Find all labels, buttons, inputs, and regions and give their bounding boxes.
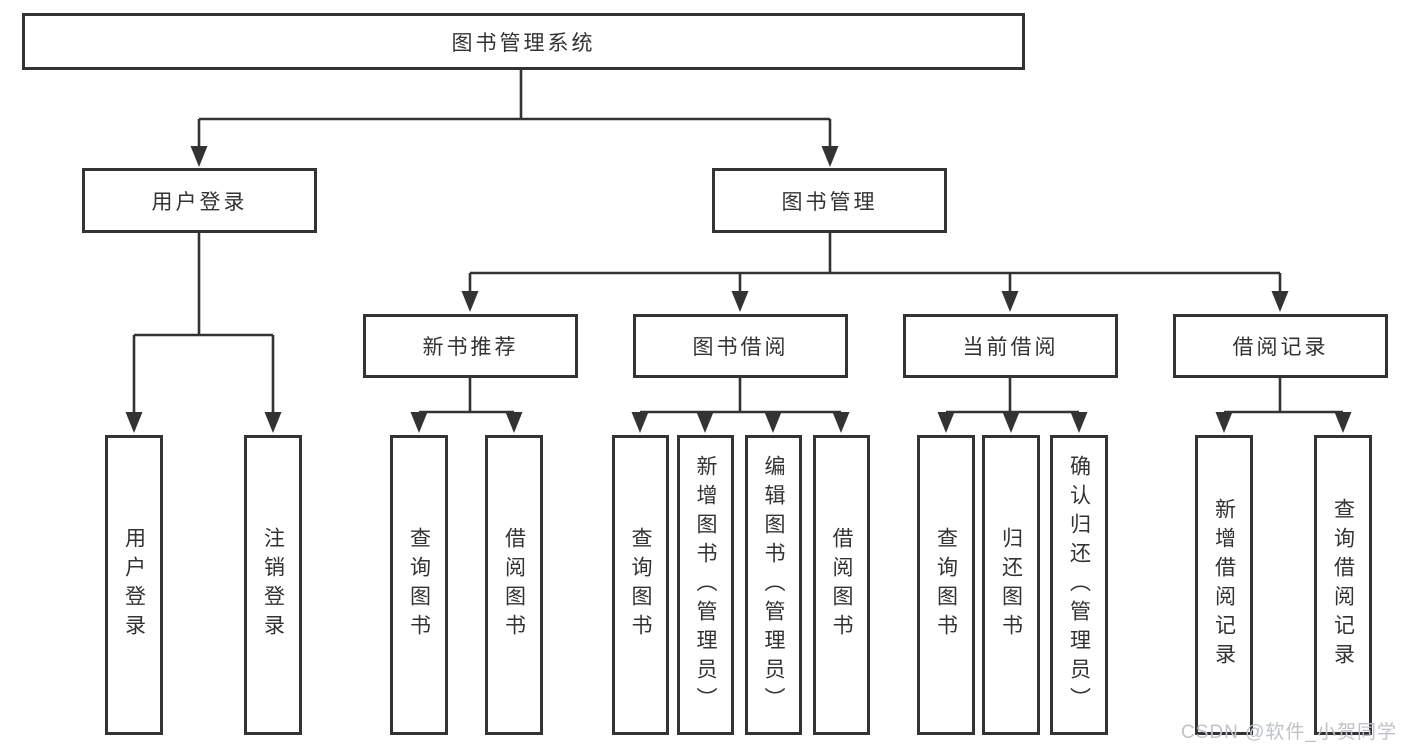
node-book-borrowing: 图书借阅 [633, 314, 848, 378]
node-new-book-recommend-label: 新书推荐 [422, 336, 519, 359]
leaf-borrow-books-1-label: 借阅图书 [502, 527, 526, 643]
leaf-query-borrow-record: 查询借阅记录 [1314, 435, 1372, 735]
leaf-confirm-return-admin-label: 确认归还（管理员） [1067, 454, 1091, 716]
node-book-management: 图书管理 [712, 168, 947, 233]
node-new-book-recommend: 新书推荐 [363, 314, 578, 378]
leaf-query-books-1-label: 查询图书 [407, 527, 431, 643]
leaf-add-books-admin: 新增图书（管理员） [677, 435, 734, 735]
leaf-edit-books-admin: 编辑图书（管理员） [745, 435, 802, 735]
leaf-add-books-admin-label: 新增图书（管理员） [694, 454, 717, 716]
leaf-edit-books-admin-label: 编辑图书（管理员） [762, 454, 785, 716]
leaf-query-books-1: 查询图书 [390, 435, 448, 735]
leaf-add-borrow-record: 新增借阅记录 [1195, 435, 1253, 735]
leaf-borrow-books-2: 借阅图书 [813, 435, 870, 735]
leaf-borrow-books-1: 借阅图书 [485, 435, 543, 735]
leaf-add-borrow-record-label: 新增借阅记录 [1212, 498, 1236, 672]
csdn-watermark: CSDN @软件_小贺同学 [1181, 722, 1397, 743]
leaf-query-books-3-label: 查询图书 [934, 527, 958, 643]
leaf-borrow-books-2-label: 借阅图书 [830, 527, 853, 643]
leaf-query-books-3: 查询图书 [917, 435, 975, 735]
leaf-query-borrow-record-label: 查询借阅记录 [1331, 498, 1355, 672]
leaf-logout-label: 注销登录 [261, 527, 285, 643]
leaf-user-login-label: 用户登录 [122, 527, 146, 643]
leaf-user-login: 用户登录 [105, 435, 163, 735]
leaf-return-books: 归还图书 [982, 435, 1040, 735]
node-book-borrowing-label: 图书借阅 [692, 336, 789, 359]
leaf-confirm-return-admin: 确认归还（管理员） [1050, 435, 1108, 735]
node-library-system: 图书管理系统 [22, 13, 1025, 70]
leaf-query-books-2-label: 查询图书 [629, 527, 652, 643]
node-library-system-label: 图书管理系统 [451, 31, 596, 55]
leaf-return-books-label: 归还图书 [999, 527, 1023, 643]
node-user-login: 用户登录 [82, 168, 317, 233]
node-current-borrowing-label: 当前借阅 [962, 336, 1059, 359]
leaf-logout: 注销登录 [244, 435, 302, 735]
leaf-query-books-2: 查询图书 [612, 435, 669, 735]
node-borrowing-records-label: 借阅记录 [1232, 336, 1329, 359]
node-borrowing-records: 借阅记录 [1173, 314, 1388, 378]
node-book-management-label: 图书管理 [781, 190, 878, 214]
node-user-login-label: 用户登录 [151, 190, 248, 214]
node-current-borrowing: 当前借阅 [903, 314, 1118, 378]
